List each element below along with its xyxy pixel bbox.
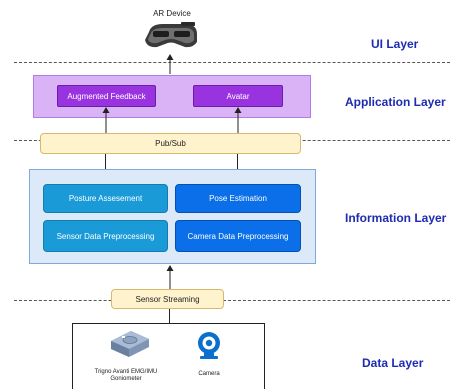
avatar-node: Avatar	[193, 85, 283, 107]
emg-sensor-icon	[107, 327, 153, 361]
pubsub-bus: Pub/Sub	[40, 133, 301, 154]
separator-information	[14, 300, 450, 301]
emg-sensor-caption: Trigno Avanti EMG/IMU Goniometer	[94, 369, 158, 382]
arrow-to-avatar	[234, 107, 242, 133]
camera-caption: Camera	[198, 371, 220, 377]
ui-layer-label: UI Layer	[371, 37, 419, 51]
augmented-feedback-node: Augmented Feedback	[57, 85, 156, 107]
camera-data-preprocessing-node: Camera Data Preprocessing	[175, 220, 301, 252]
ar-device-label: AR Device	[153, 9, 191, 18]
arrow-to-information-layer	[166, 265, 174, 289]
pose-estimation-node: Pose Estimation	[175, 184, 301, 213]
application-layer-label: Application Layer	[345, 95, 446, 109]
information-layer-label: Information Layer	[345, 211, 447, 225]
arrow-to-ar-device	[166, 54, 174, 74]
posture-assessment-node: Posture Assesement	[43, 184, 168, 213]
sensor-streaming-bus: Sensor Streaming	[111, 289, 224, 309]
line-data-to-streaming	[169, 309, 170, 324]
data-layer-box	[72, 323, 265, 389]
sensor-data-preprocessing-node: Sensor Data Preprocessing	[43, 220, 168, 252]
webcam-icon	[196, 331, 222, 361]
separator-ui	[14, 62, 450, 63]
arrow-to-augmented-feedback	[102, 107, 110, 133]
ar-headset-icon	[143, 20, 199, 52]
data-layer-label: Data Layer	[362, 356, 424, 370]
